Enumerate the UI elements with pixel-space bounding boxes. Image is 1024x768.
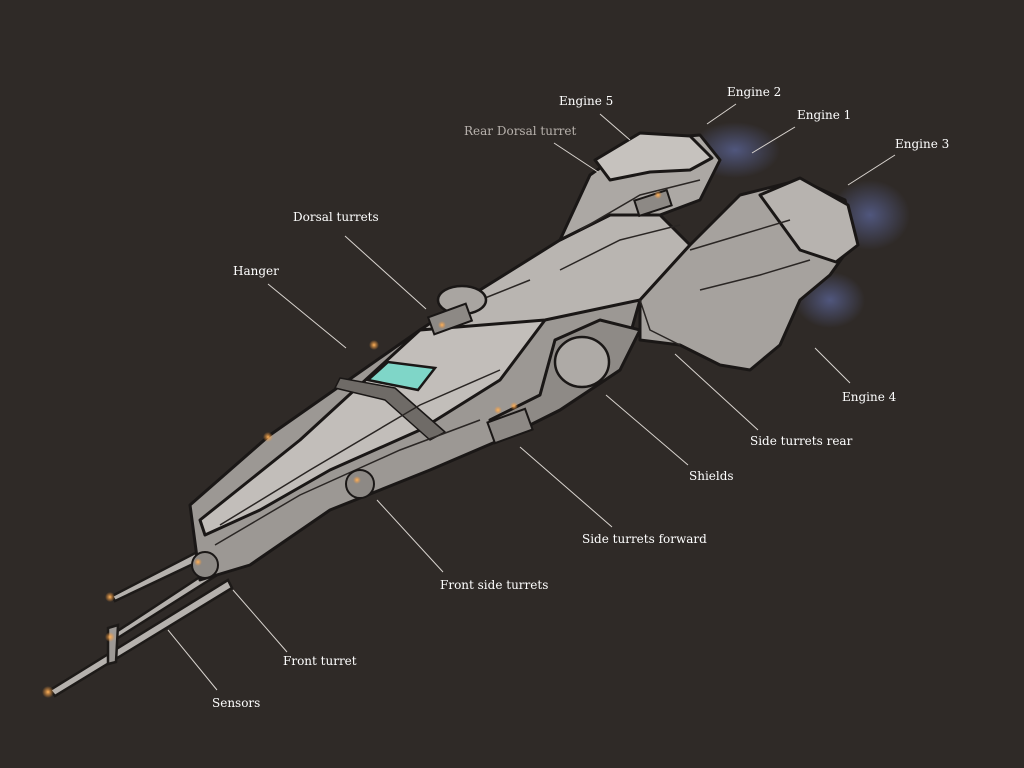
leader-front-turret <box>232 589 288 653</box>
label-rear-dorsal-turret: Rear Dorsal turret <box>464 124 577 138</box>
leader-engine-5 <box>599 113 631 141</box>
label-sensors: Sensors <box>212 696 261 710</box>
hull-detail-lines <box>214 179 811 546</box>
label-engine-3: Engine 3 <box>895 137 950 151</box>
leader-engine-3 <box>847 154 896 186</box>
leader-engine-4 <box>814 347 851 384</box>
leader-rear-dorsal-turret <box>553 142 599 173</box>
leader-engine-1 <box>751 126 796 154</box>
leader-front-side-turrets <box>376 499 444 573</box>
leader-side-turrets-rear <box>674 353 759 431</box>
running-lights <box>42 191 662 698</box>
label-shields: Shields <box>689 469 734 483</box>
shield-dome <box>553 335 611 389</box>
label-side-turrets-forward: Side turrets forward <box>582 532 707 546</box>
label-engine-1: Engine 1 <box>797 108 852 122</box>
label-side-turrets-rear: Side turrets rear <box>750 434 853 448</box>
leader-hanger <box>267 283 347 349</box>
label-dorsal-turrets: Dorsal turrets <box>293 210 379 224</box>
leader-dorsal-turrets <box>344 235 427 310</box>
cockpit-window <box>365 360 438 392</box>
label-engine-4: Engine 4 <box>842 390 897 404</box>
leader-side-turrets-forward <box>519 446 613 528</box>
label-front-turret: Front turret <box>283 654 357 668</box>
ship-hull <box>188 131 860 582</box>
leader-lines <box>167 103 896 691</box>
leader-engine-2 <box>706 103 737 125</box>
label-front-side-turrets: Front side turrets <box>440 578 549 592</box>
label-engine-2: Engine 2 <box>727 85 782 99</box>
sensor-antennas <box>48 546 234 698</box>
leader-shields <box>605 394 689 466</box>
label-engine-5: Engine 5 <box>559 94 614 108</box>
label-hanger: Hanger <box>233 264 279 278</box>
leader-sensors <box>167 629 218 691</box>
